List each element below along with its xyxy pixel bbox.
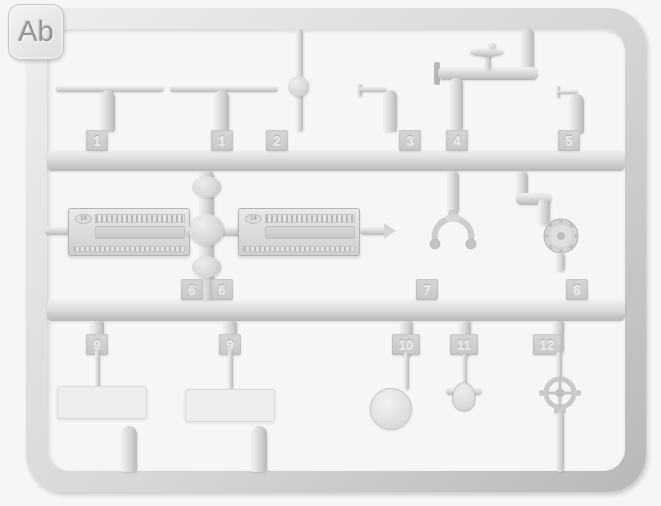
part-6-left-box-marking: 14 [75, 214, 92, 224]
part-5-cylinder [569, 94, 584, 134]
part-number-tab-5: 5 [558, 130, 580, 151]
part-number-tab-10: 10 [392, 334, 420, 355]
part-11-body [452, 382, 476, 412]
bottom-cylinder-right [251, 426, 267, 472]
part-12-handwheel [539, 376, 581, 414]
part-2-sphere [288, 76, 309, 97]
part-6-left-box: 14 [68, 208, 190, 256]
part-6-left-box-ribs-bottom [73, 246, 185, 252]
part-6-right-box-ribs-bottom [243, 246, 355, 252]
part-1-left-cylinder [100, 90, 115, 132]
part-5-handle-bar [558, 90, 578, 94]
part-1-left-rod [56, 86, 164, 92]
part-8-elbow-lower [538, 199, 550, 225]
part-12-pin [556, 352, 562, 378]
part-number-tab-2: 2 [266, 130, 288, 151]
part-number-tab-4: 4 [446, 130, 468, 151]
part-number-tab-11: 11 [450, 334, 478, 355]
part-12-lower-stem [556, 412, 564, 472]
runner-horizontal-middle [47, 300, 625, 321]
runner-center-hub [189, 214, 224, 246]
runner-left-connector [45, 227, 70, 235]
part-3-handle-bar [359, 87, 387, 92]
part-number-tab-12: 12 [533, 334, 561, 355]
part-9-left-plate [57, 386, 147, 419]
runner-right-free-rod [360, 227, 386, 235]
runner-horizontal-top [47, 150, 625, 171]
part-8-wheel [543, 218, 579, 254]
part-number-tab-3: 3 [399, 130, 421, 151]
part-1-right-rod [170, 86, 278, 92]
runner-center-bulge-top [192, 176, 221, 198]
part-6-right-box: 14 [238, 208, 360, 256]
part-7-shackle [429, 210, 477, 250]
part-number-tab-1a: 1 [86, 130, 108, 151]
part-number-tab-9a: 9 [86, 334, 108, 355]
part-6-right-box-ribs-top [265, 214, 355, 223]
runner-center-bulge-bottom [192, 256, 221, 278]
part-9-right-plate [185, 389, 275, 422]
part-2-stem-lower [296, 94, 303, 132]
part-number-tab-6b: 6 [211, 279, 233, 300]
part-4-valve-stem [484, 52, 491, 70]
part-9-left-pin [95, 350, 100, 388]
part-10-pin [404, 352, 409, 390]
part-6-right-box-marking: 14 [245, 214, 262, 224]
part-2-stem-upper [296, 29, 303, 79]
part-6-left-box-ribs-top [95, 214, 185, 223]
part-4-valve-wheel [470, 48, 504, 57]
part-number-tab-9b: 9 [219, 334, 241, 355]
part-10-disc [370, 388, 412, 430]
part-number-tab-6a: 6 [181, 279, 203, 300]
part-4-valve-knob [489, 43, 496, 49]
part-6-left-box-groove [95, 226, 185, 239]
part-3-pipe [383, 90, 397, 132]
part-9-right-pin [228, 350, 233, 390]
part-4-pipe-down [450, 78, 463, 132]
part-6-right-box-groove [265, 226, 355, 239]
part-number-tab-8: 8 [566, 279, 588, 300]
sprue-label: Ab [18, 15, 54, 48]
part-7-stem [447, 171, 459, 215]
part-4-pipe-up [521, 29, 534, 73]
sprue-label-badge: Ab [8, 4, 64, 60]
part-4-pipe-horizontal [438, 67, 538, 80]
part-4-flange [434, 62, 440, 85]
part-number-tab-7: 7 [416, 279, 438, 300]
part-11-pin [462, 354, 467, 386]
part-8-foot [556, 254, 565, 272]
bottom-cylinder-left [121, 426, 137, 472]
part-1-right-cylinder [214, 90, 229, 132]
part-number-tab-1b: 1 [211, 130, 233, 151]
